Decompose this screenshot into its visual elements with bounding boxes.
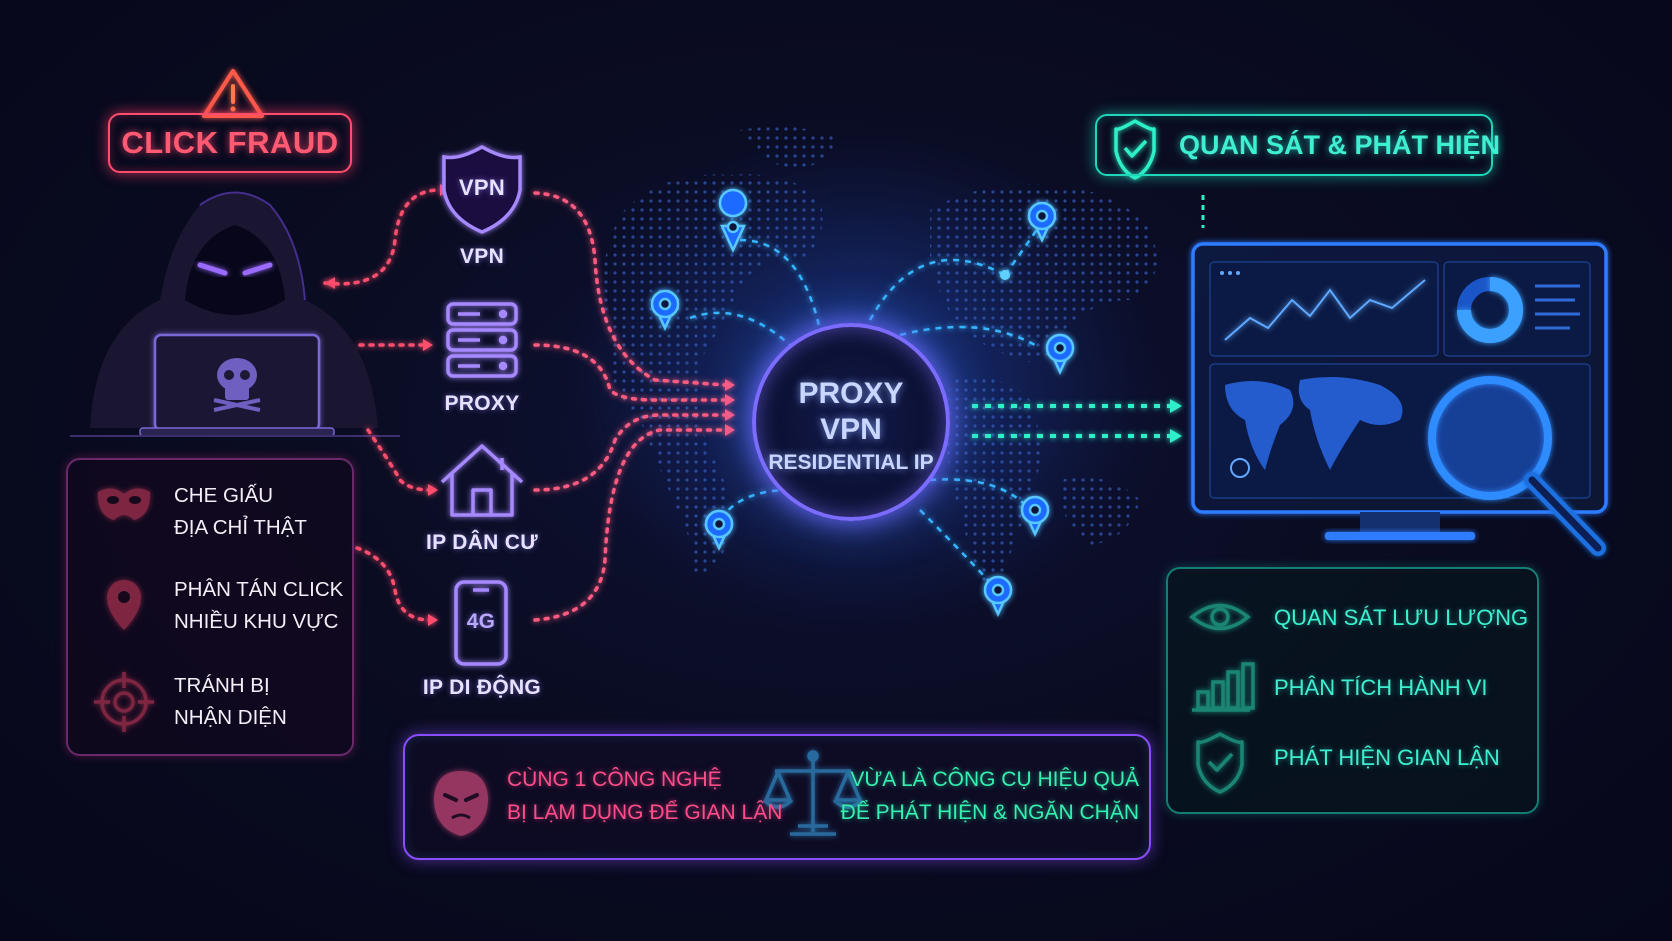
tactic-avoid-detection: TRÁNH BỊ NHẬN DIỆN <box>174 674 287 729</box>
warning-triangle-icon <box>202 69 264 118</box>
proxy-vpn-hub: PROXY VPN RESIDENTIAL IP <box>752 323 950 521</box>
click-fraud-badge: CLICK FRAUD <box>108 113 352 173</box>
features-panel: QUAN SÁT LƯU LƯỢNG PHÂN TÍCH HÀNH VI PHÁ… <box>1166 567 1539 814</box>
tool-label-mobile-ip: IP DI ĐỘNG <box>422 676 542 699</box>
balance-scale-icon <box>762 750 864 836</box>
location-pin-icon <box>1020 495 1050 538</box>
observe-title: QUAN SÁT & PHÁT HIỆN <box>1179 130 1501 160</box>
dual-use-abuse-text: CÙNG 1 CÔNG NGHỆ BỊ LẠM DỤNG ĐỂ GIAN LẬN <box>507 768 783 824</box>
skull-icon <box>213 358 261 412</box>
tactics-panel: CHE GIẤU ĐỊA CHỈ THẬT PHÂN TÁN CLICK NHI… <box>66 458 354 756</box>
shield-icon <box>442 144 522 234</box>
feature-detect-fraud: PHÁT HIỆN GIAN LẬN <box>1274 745 1500 770</box>
phone-icon-text: 4G <box>466 610 496 633</box>
monitor-icon <box>1191 242 1608 556</box>
feature-analyze-behavior: PHÂN TÍCH HÀNH VI <box>1274 675 1488 700</box>
hub-line-proxy: PROXY <box>798 377 904 410</box>
house-icon <box>440 444 524 517</box>
hub-line-vpn: VPN <box>820 413 882 446</box>
tool-label-proxy: PROXY <box>444 392 520 415</box>
hub-line-residential-ip: RESIDENTIAL IP <box>768 451 934 474</box>
location-pin-icon <box>983 575 1013 618</box>
server-stack-icon <box>446 302 518 378</box>
location-pin-icon <box>650 289 680 332</box>
shield-check-icon <box>1114 119 1156 180</box>
click-fraud-title: CLICK FRAUD <box>121 125 339 160</box>
vpn-icon-text: VPN <box>458 175 506 200</box>
phone-icon <box>454 580 508 666</box>
dual-use-panel: CÙNG 1 CÔNG NGHỆ BỊ LẠM DỤNG ĐỂ GIAN LẬN… <box>403 734 1151 860</box>
tactic-hide-address: CHE GIẤU ĐỊA CHỈ THẬT <box>174 484 307 539</box>
fraud-arrows <box>323 188 442 622</box>
tool-label-vpn: VPN <box>459 245 505 268</box>
location-pin-icon <box>718 188 748 254</box>
location-pin-icon <box>1045 333 1075 376</box>
tactic-distribute-clicks: PHÂN TÁN CLICK NHIỀU KHU VỰC <box>174 578 344 633</box>
location-pins <box>650 188 1075 618</box>
tool-to-hub-arrows <box>533 191 727 622</box>
location-pin-icon <box>704 509 734 552</box>
observe-detect-badge: QUAN SÁT & PHÁT HIỆN <box>1095 114 1500 176</box>
dual-use-protect-text: VỪA LÀ CÔNG CỤ HIỆU QUẢ ĐỂ PHÁT HIỆN & N… <box>840 768 1139 824</box>
location-pin-icon <box>1027 201 1057 244</box>
feature-observe-traffic: QUAN SÁT LƯU LƯỢNG <box>1274 605 1529 630</box>
tool-label-residential-ip: IP DÂN CƯ <box>426 531 538 554</box>
mask-face-icon <box>434 771 488 836</box>
